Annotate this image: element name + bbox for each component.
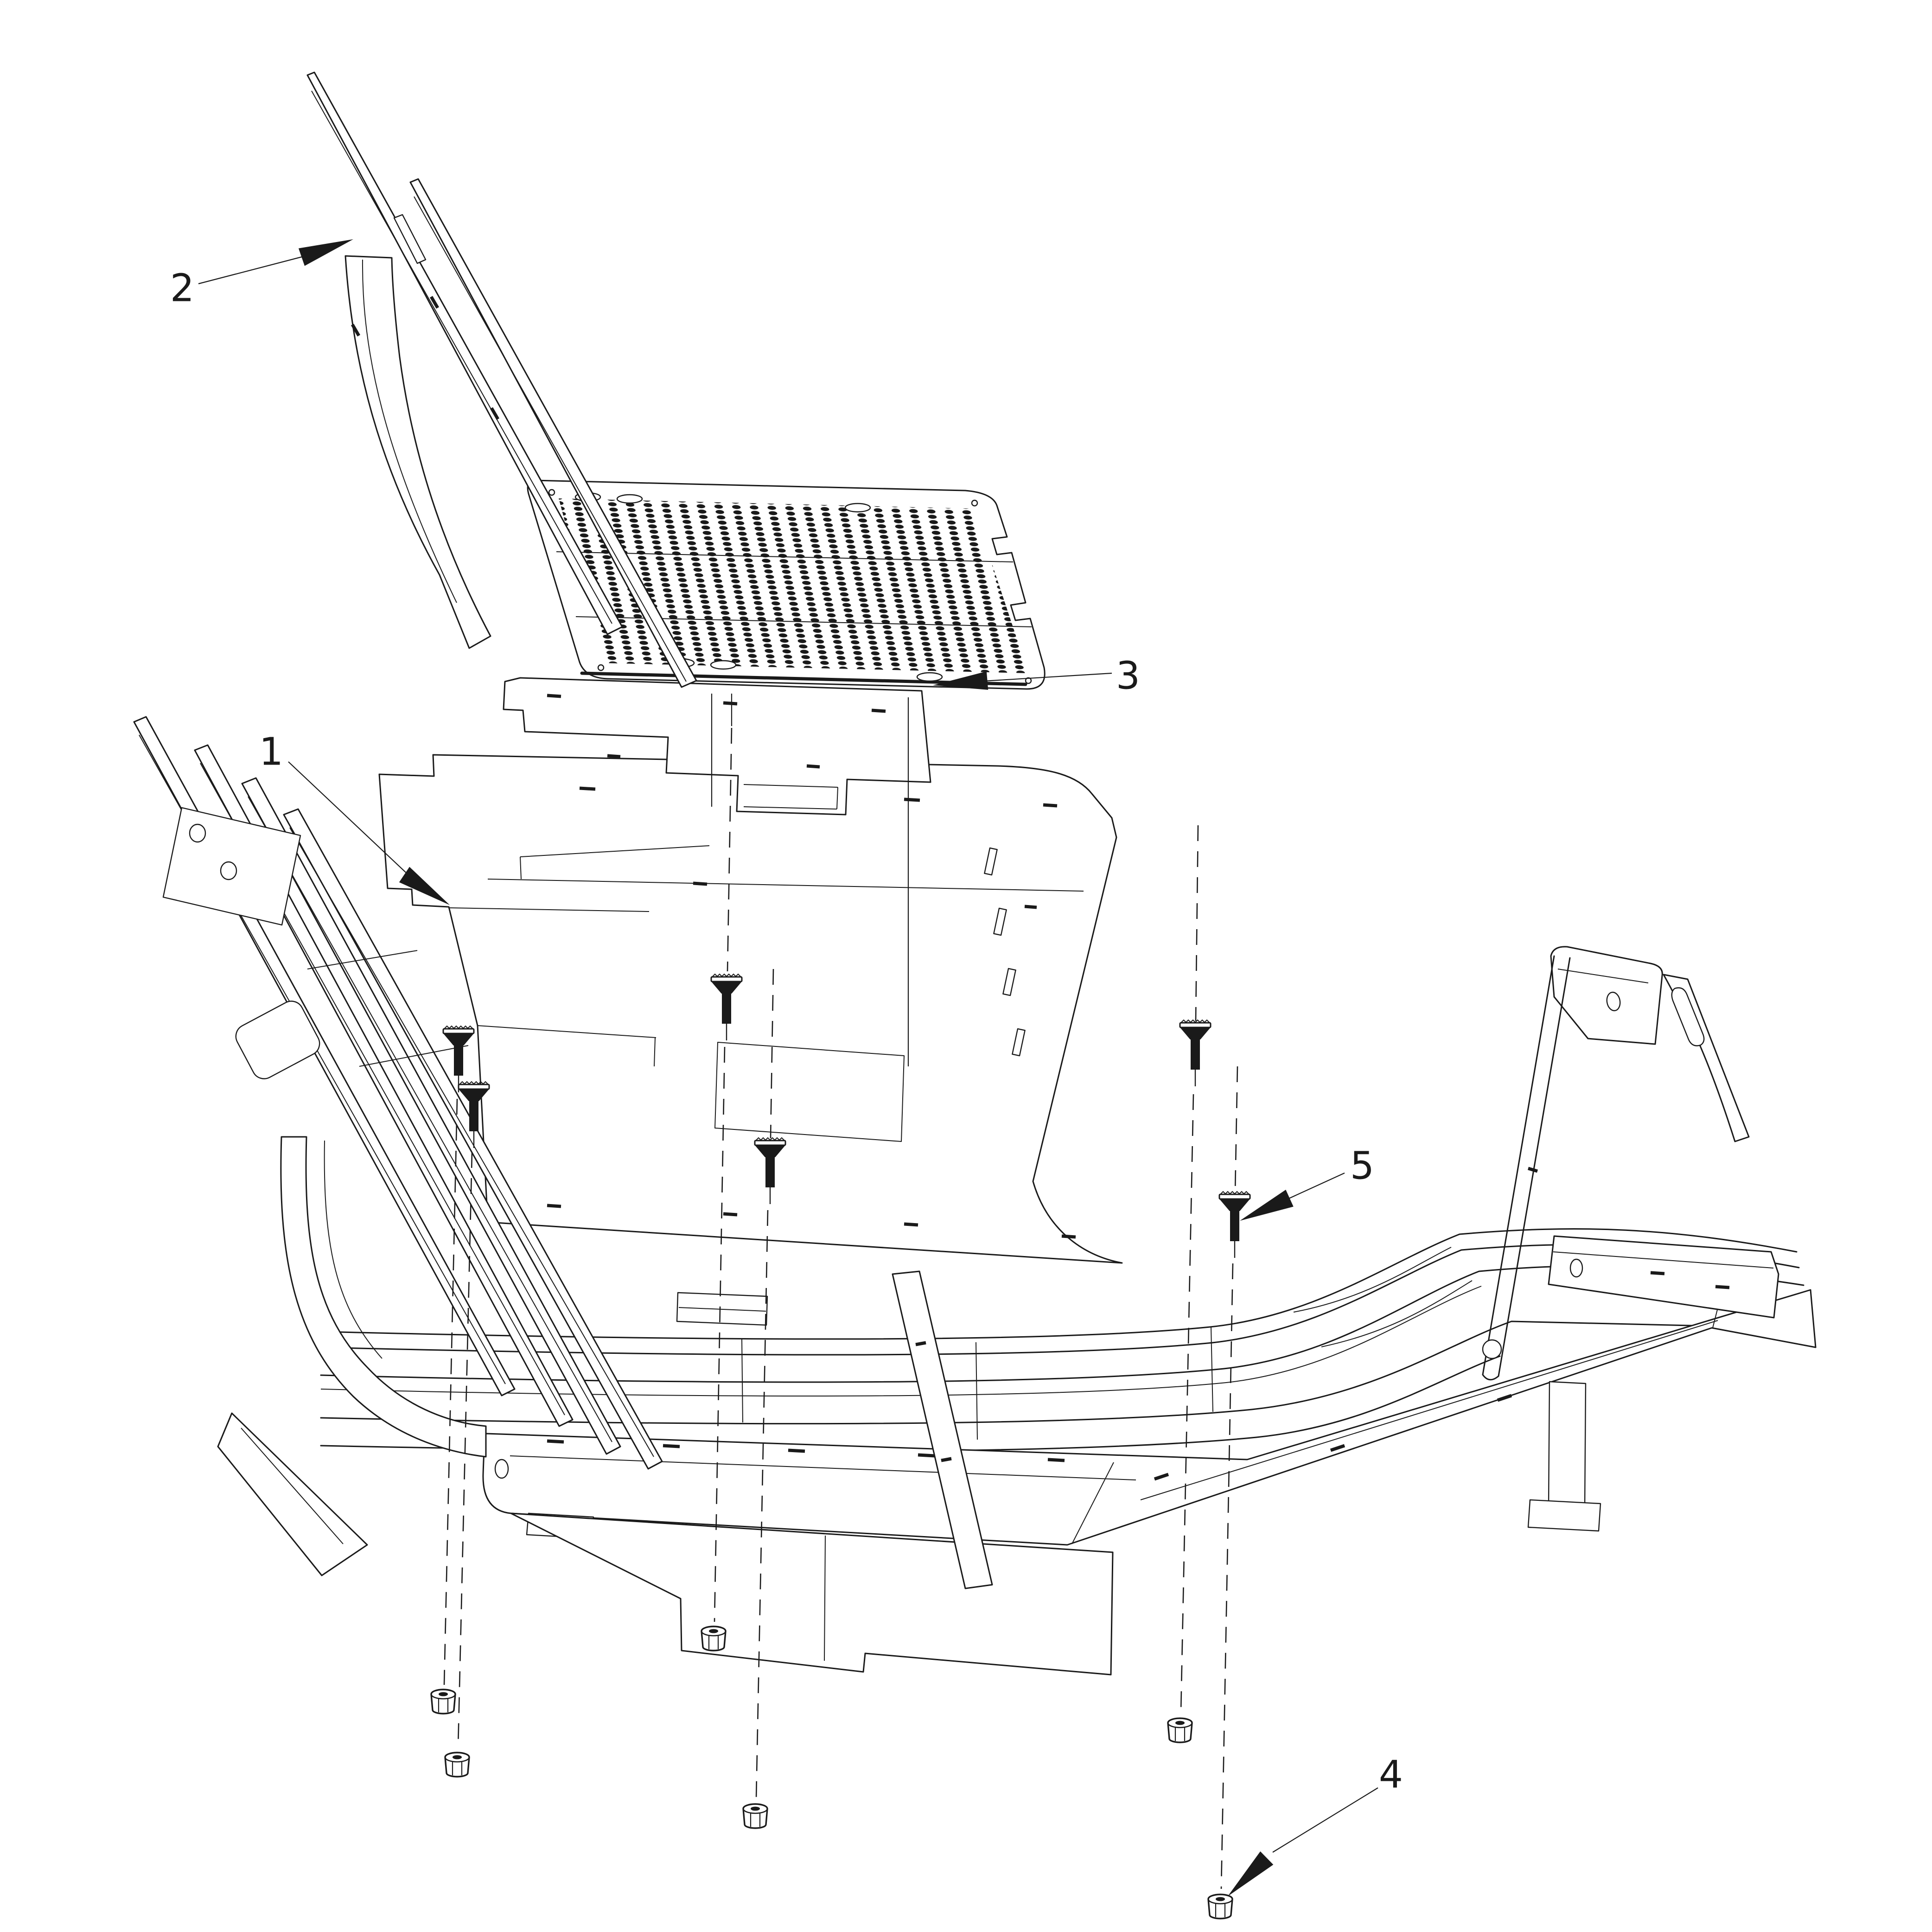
floor-panel-part1 xyxy=(378,754,1123,1264)
dashed-center-line xyxy=(443,1098,458,1685)
hex-nut xyxy=(1207,1894,1233,1919)
frame-weldment xyxy=(133,716,1817,1676)
callout-number: 2 xyxy=(170,267,194,311)
dashed-center-line xyxy=(1195,825,1199,1021)
panel-vent-slots xyxy=(984,847,1026,1057)
countersunk-screw xyxy=(1179,1019,1211,1087)
countersunk-screw xyxy=(1218,1191,1251,1259)
leader-arrowhead xyxy=(298,239,353,266)
leader-line xyxy=(288,761,418,884)
hex-nut xyxy=(701,1626,727,1651)
dashed-center-line xyxy=(714,1046,726,1622)
hex-nut xyxy=(742,1803,768,1829)
leader-arrowhead xyxy=(933,671,988,690)
dashed-center-line xyxy=(457,1152,473,1748)
leader-line xyxy=(198,255,304,285)
side-rails-part2 xyxy=(306,71,697,688)
hex-nut xyxy=(1167,1717,1193,1743)
hex-nut xyxy=(430,1689,456,1715)
dashed-center-line xyxy=(1234,1066,1238,1193)
callout-number: 1 xyxy=(259,730,283,774)
dashed-center-line xyxy=(727,727,733,972)
dashed-center-line xyxy=(1220,1263,1234,1889)
callouts: 1 2 3 4 5 xyxy=(170,239,1403,1896)
leader-line xyxy=(976,672,1112,682)
dashed-center-line xyxy=(770,969,774,1139)
leader-arrowhead xyxy=(399,867,450,905)
dashed-center-line xyxy=(755,1210,769,1799)
perforated-footrest-plate xyxy=(527,479,1046,690)
callout-number: 3 xyxy=(1116,654,1140,698)
leader-arrowhead xyxy=(1228,1851,1274,1896)
leader-arrowhead xyxy=(1240,1190,1294,1221)
hex-nut xyxy=(444,1752,470,1778)
mounting-plate-part3 xyxy=(503,677,931,816)
callout-number: 5 xyxy=(1350,1144,1374,1188)
leader-line xyxy=(1272,1787,1378,1853)
dashed-center-line xyxy=(1180,1094,1194,1713)
leader-line xyxy=(1279,1172,1345,1204)
assembly-center-lines xyxy=(443,694,1238,1889)
callout-number: 4 xyxy=(1379,1753,1403,1797)
